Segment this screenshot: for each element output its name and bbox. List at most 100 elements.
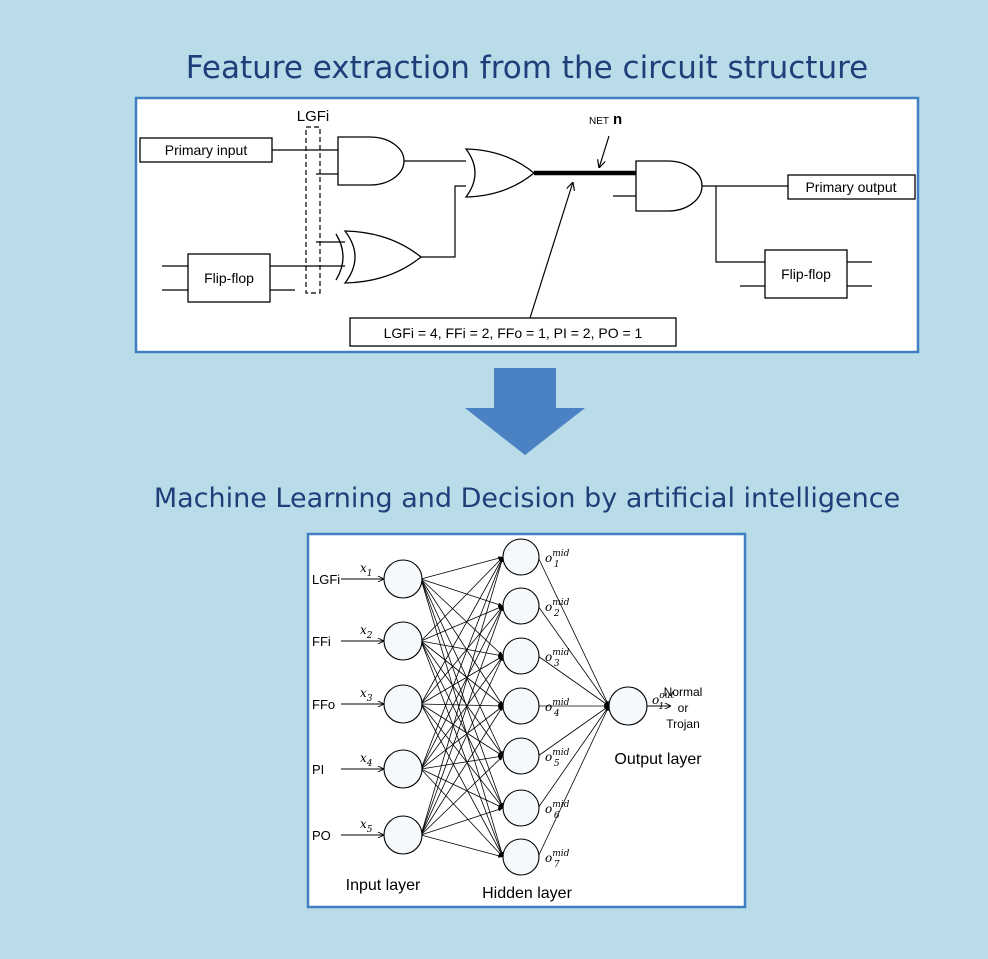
edge-input-3-hidden-4 — [420, 703, 504, 708]
edge-input-4-hidden-7 — [420, 768, 504, 858]
flipflop-left-box — [187, 253, 271, 303]
edge-input-2-hidden-5 — [420, 640, 504, 757]
or-gate-1 — [343, 230, 423, 284]
output-node — [608, 686, 648, 726]
edge-input-3-hidden-2 — [420, 605, 504, 705]
result-line-2: or — [678, 701, 689, 715]
primary-input-label: Primary input — [165, 142, 248, 158]
input-feature-1: LGFi — [312, 572, 340, 587]
output-layer-label: Output layer — [614, 751, 702, 768]
edge-input-4-hidden-5 — [420, 754, 504, 770]
edge-hidden-3-output — [537, 655, 610, 707]
circuit-panel — [134, 96, 920, 354]
summary-pointer-arrow — [529, 182, 573, 319]
input-feature-3: FFo — [312, 697, 335, 712]
input-var-5: x5 — [360, 817, 373, 835]
edge-input-5-hidden-1 — [420, 556, 504, 836]
edge-input-3-hidden-7 — [420, 703, 504, 858]
hidden-layer-label: Hidden layer — [482, 885, 573, 902]
hidden-node-4 — [502, 687, 540, 725]
input-var-1: x1 — [360, 561, 373, 579]
edge-hidden-1-output — [537, 556, 610, 707]
net-prefix-label: NET — [589, 116, 609, 127]
edge-input-1-hidden-4 — [420, 578, 504, 707]
nn-nodes — [383, 538, 648, 876]
edge-input-5-hidden-5 — [420, 755, 504, 836]
input-node-2 — [383, 621, 423, 661]
input-node-3 — [383, 684, 423, 724]
flipflop-right-label: Flip-flop — [781, 266, 831, 282]
input-node-5 — [383, 815, 423, 855]
edge-input-2-hidden-1 — [420, 556, 504, 642]
edge-input-2-hidden-6 — [420, 640, 504, 809]
input-var-2: x2 — [360, 623, 373, 641]
result-line-3: Trojan — [666, 717, 700, 731]
hidden-node-6 — [502, 789, 540, 827]
edge-input-3-hidden-1 — [420, 556, 504, 705]
or-gate-1-back-curve — [335, 233, 344, 281]
result-line-1: Normal — [664, 685, 703, 699]
edge-input-4-hidden-1 — [420, 556, 504, 770]
primary-output-box — [787, 174, 916, 200]
edge-input-2-hidden-3 — [420, 640, 504, 658]
edge-input-4-hidden-6 — [420, 768, 504, 809]
edge-hidden-6-output — [537, 705, 610, 809]
edge-input-3-hidden-5 — [420, 703, 504, 757]
primary-input-box — [139, 137, 273, 163]
input-node-4 — [383, 749, 423, 789]
edge-input-1-hidden-6 — [420, 578, 504, 809]
edge-input-5-hidden-2 — [420, 605, 504, 836]
edge-hidden-5-output — [537, 705, 610, 757]
edge-input-2-hidden-2 — [420, 605, 504, 642]
flipflop-left-label: Flip-flop — [204, 270, 254, 286]
feature-summary-box — [349, 317, 677, 347]
input-var-3: x3 — [360, 686, 373, 704]
hidden-node-7 — [502, 838, 540, 876]
edge-input-4-hidden-3 — [420, 655, 504, 770]
edge-input-5-hidden-3 — [420, 655, 504, 836]
edge-input-4-hidden-2 — [420, 605, 504, 770]
input-feature-4: PI — [312, 762, 324, 777]
lgfi-label: LGFi — [297, 108, 330, 125]
edge-input-5-hidden-6 — [420, 807, 504, 836]
edge-input-1-hidden-2 — [420, 578, 504, 607]
input-layer-label: Input layer — [346, 877, 421, 894]
feature-summary-text: LGFi = 4, FFi = 2, FFo = 1, PI = 2, PO =… — [384, 325, 643, 341]
hidden-node-1 — [502, 538, 540, 576]
input-feature-5: PO — [312, 828, 331, 843]
flipflop-right-box — [764, 249, 848, 299]
edge-input-2-hidden-4 — [420, 640, 504, 707]
edge-input-5-hidden-4 — [420, 705, 504, 836]
hidden-node-5 — [502, 737, 540, 775]
ml-title: Machine Learning and Decision by artific… — [154, 483, 900, 514]
edge-input-2-hidden-7 — [420, 640, 504, 858]
input-node-1 — [383, 559, 423, 599]
or-gate-2 — [464, 148, 536, 198]
net-pointer-arrow — [599, 135, 610, 168]
edge-input-1-hidden-5 — [420, 578, 504, 757]
edge-hidden-2-output — [537, 605, 610, 707]
and-gate-3 — [635, 160, 703, 212]
edge-input-3-hidden-3 — [420, 655, 504, 705]
primary-output-label: Primary output — [805, 179, 896, 195]
net-name-label: n — [613, 111, 622, 128]
edge-hidden-7-output — [537, 705, 610, 858]
edge-input-1-hidden-7 — [420, 578, 504, 858]
nn-connections — [341, 556, 671, 858]
and-gate-1 — [337, 136, 405, 186]
circuit-wires — [162, 149, 872, 291]
edge-input-1-hidden-1 — [420, 556, 504, 580]
input-feature-2: FFi — [312, 634, 331, 649]
hidden-node-2 — [502, 587, 540, 625]
